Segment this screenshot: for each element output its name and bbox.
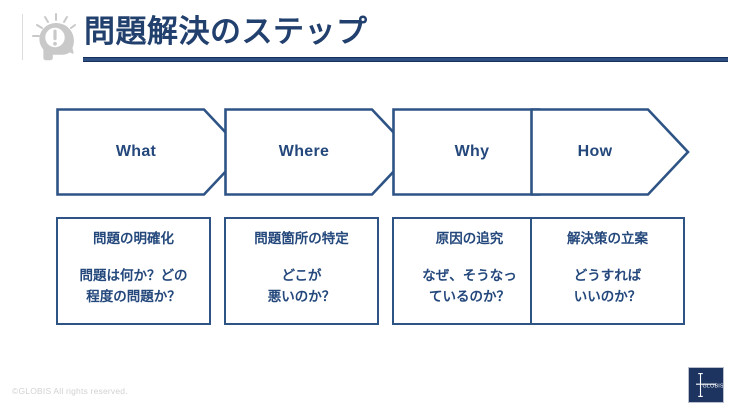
svg-text:GLOBIS: GLOBIS bbox=[703, 384, 724, 390]
idea-head-icon bbox=[26, 12, 84, 62]
description-heading-where: 問題箇所の特定 bbox=[254, 231, 349, 246]
process-arrow-row: What Where Why How bbox=[0, 108, 745, 200]
process-arrow-what[interactable]: What bbox=[56, 108, 246, 196]
description-box-how[interactable]: 解決策の立案 どうすれば いいのか？ bbox=[530, 217, 685, 325]
description-heading-why: 原因の追究 bbox=[435, 231, 504, 246]
title-underline bbox=[83, 57, 728, 62]
description-body-how: どうすれば いいのか？ bbox=[573, 268, 642, 304]
description-box-what[interactable]: 問題の明確化 問題は何か？どの 程度の問題か？ bbox=[56, 217, 211, 325]
description-box-where[interactable]: 問題箇所の特定 どこが 悪いのか？ bbox=[224, 217, 379, 325]
header-left-divider bbox=[22, 14, 23, 60]
description-body-why: なぜ、そうなっ ているのか？ bbox=[422, 268, 517, 304]
process-arrow-where[interactable]: Where bbox=[224, 108, 414, 196]
description-heading-what: 問題の明確化 bbox=[93, 231, 174, 246]
description-body-what: 問題は何か？どの 程度の問題か？ bbox=[79, 268, 188, 304]
page-title: 問題解決のステップ bbox=[84, 14, 368, 49]
copyright-text: ©GLOBIS All rights reserved. bbox=[12, 386, 128, 396]
process-arrow-how[interactable]: How bbox=[530, 108, 690, 196]
description-box-why[interactable]: 原因の追究 なぜ、そうなっ ているのか？ bbox=[392, 217, 547, 325]
description-heading-how: 解決策の立案 bbox=[567, 231, 648, 246]
globis-logo: GLOBIS bbox=[688, 367, 724, 403]
description-body-where: どこが 悪いのか？ bbox=[267, 268, 336, 304]
slide-header: 問題解決のステップ bbox=[0, 0, 745, 72]
process-description-row: 問題の明確化 問題は何か？どの 程度の問題か？ 問題箇所の特定 どこが 悪いのか… bbox=[0, 217, 745, 329]
